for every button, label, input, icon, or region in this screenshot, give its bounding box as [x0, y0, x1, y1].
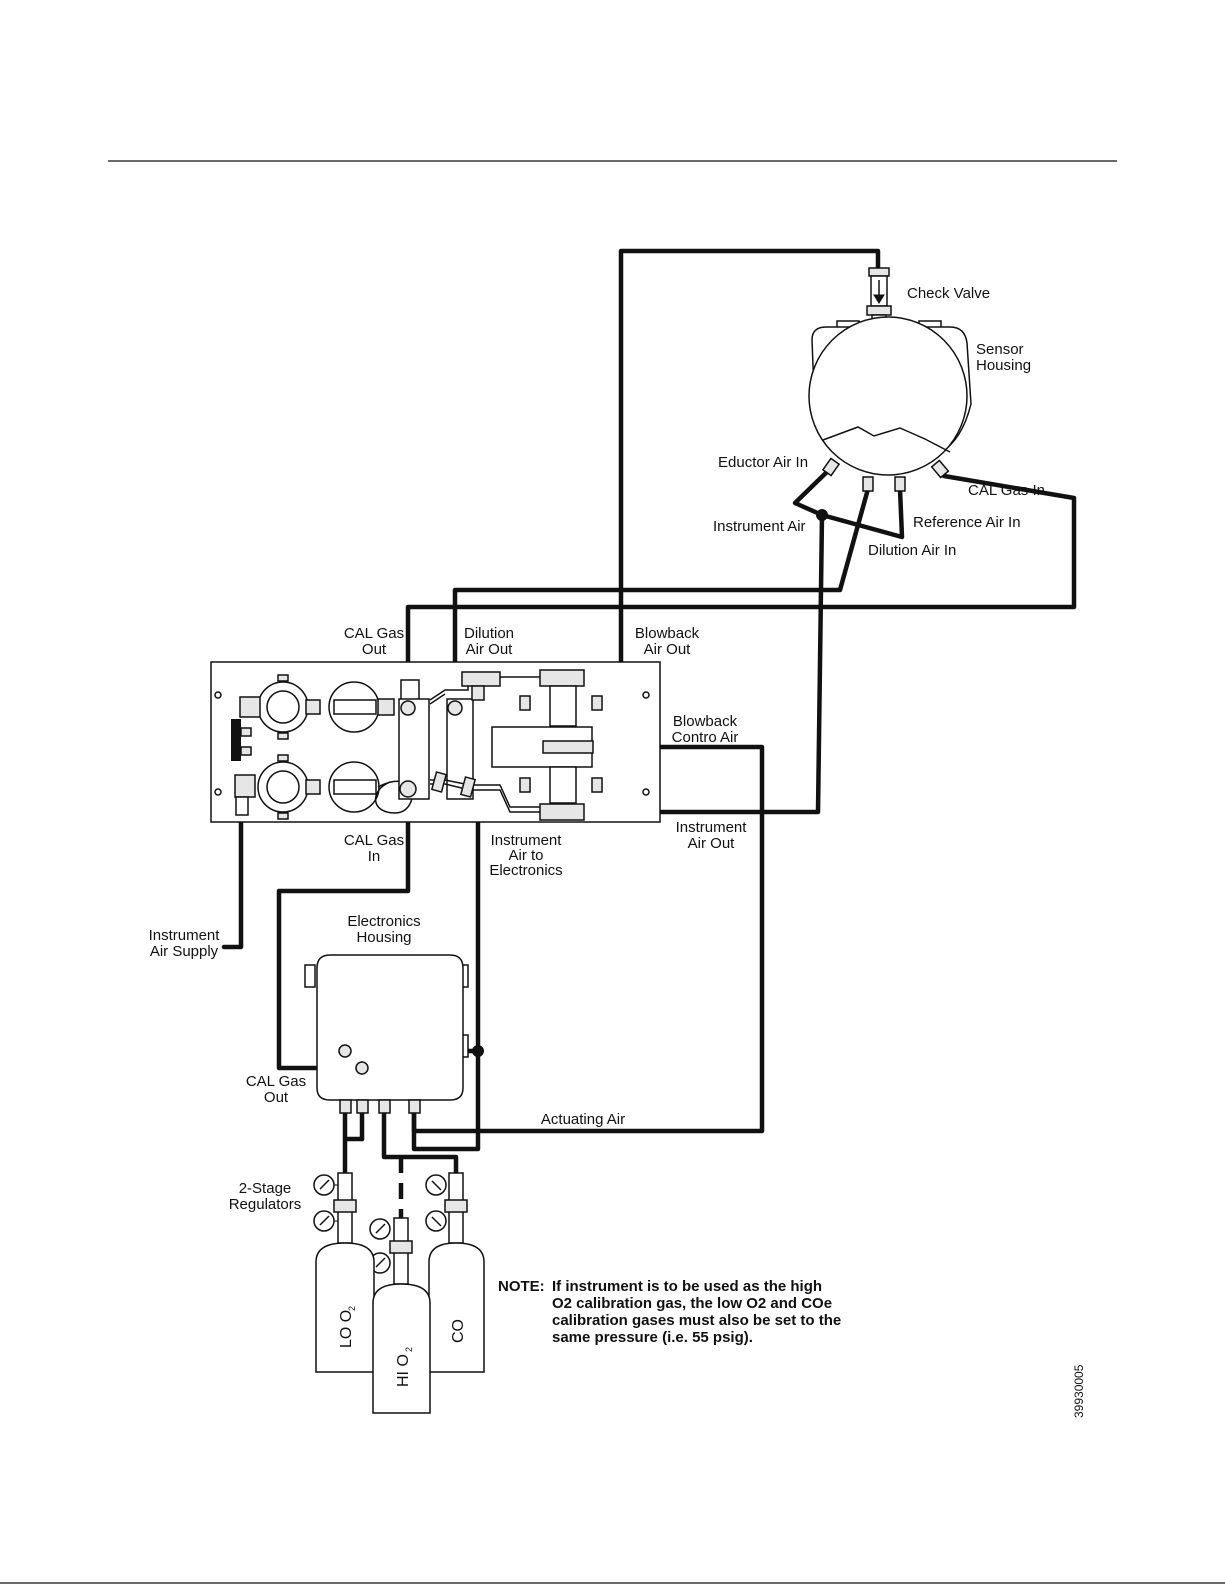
instrument-air-label: Instrument Air: [713, 518, 806, 535]
sensor-housing: [808, 316, 972, 492]
blowback-air-out-label-1: Blowback: [635, 625, 700, 642]
cal-gas-in-fitting: [399, 780, 417, 798]
eductor-port: [821, 457, 841, 477]
cal-gas-out-bottom-label-1: CAL Gas: [246, 1073, 306, 1090]
lo-o2-cylinder: [315, 1242, 375, 1373]
note-line-3: calibration gases must also be set to th…: [552, 1312, 841, 1329]
reference-port: [894, 476, 906, 492]
air-panel: [210, 661, 661, 823]
dilution-air-line: [452, 486, 871, 710]
dilution-air-in-label: Dilution Air In: [868, 542, 956, 559]
instrument-air-to-electronics-label-3: Electronics: [489, 862, 562, 879]
reference-air-line: [819, 486, 905, 540]
eductor-air-in-label: Eductor Air In: [718, 454, 808, 471]
blowback-control-air-label-1: Blowback: [673, 713, 738, 730]
co-regulator-line: [381, 1109, 459, 1176]
lo-regulator-line: [342, 1109, 365, 1176]
note-heading: NOTE:: [498, 1278, 545, 1295]
instrument-air-out-label-1: Instrument: [676, 819, 748, 836]
tee-junction: [816, 509, 828, 521]
electronics-housing: [304, 954, 469, 1114]
electronics-housing-label-1: Electronics: [347, 913, 420, 930]
blowback-air-out-label-2: Air Out: [644, 641, 692, 658]
cal-gas-out-fitting: [400, 700, 416, 716]
cal-gas-in-panel-label-2: In: [368, 848, 381, 865]
cal-gas-out-fitting: [355, 1061, 369, 1075]
cal-gas-line: [405, 473, 1077, 710]
blowback-solenoid: [491, 726, 593, 768]
note-line-1: If instrument is to be used as the high: [552, 1278, 822, 1295]
hi-o2-label: HI O 2: [395, 1347, 414, 1387]
two-stage-regulators-label-1: 2-Stage: [239, 1180, 292, 1197]
dilution-port: [862, 476, 874, 492]
co-label: CO: [450, 1319, 467, 1343]
svg-text:2: 2: [404, 1347, 414, 1352]
svg-text:CO: CO: [450, 1319, 467, 1343]
regulators: [313, 1172, 468, 1285]
instrument-air-out-label-2: Air Out: [688, 835, 736, 852]
note-line-2: O2 calibration gas, the low O2 and COe: [552, 1295, 832, 1312]
sensor-housing-label-1: Sensor: [976, 341, 1024, 358]
instrument-air-to-electronics-line: [411, 704, 481, 1152]
cal-gas-port: [930, 459, 950, 479]
instrument-air-to-electronics-label-2: Air to: [508, 847, 543, 864]
lo-o2-label: LO O 2: [338, 1306, 357, 1348]
svg-text:2: 2: [347, 1306, 357, 1311]
dilution-air-out-label-2: Air Out: [466, 641, 514, 658]
hi-o2-cylinder: [372, 1283, 431, 1414]
cal-gas-out-label-2: Out: [362, 641, 387, 658]
instrument-air-supply-label-2: Air Supply: [150, 943, 219, 960]
eductor-air-line: [792, 464, 835, 518]
cal-gas-in-label: CAL Gas In: [968, 482, 1045, 499]
instrument-air-supply-line: [221, 812, 244, 950]
cal-gas-in-line: [276, 786, 411, 1071]
dilution-air-out-label-1: Dilution: [464, 625, 514, 642]
co-cylinder: [428, 1242, 485, 1373]
tee-junction: [472, 1045, 484, 1057]
sensor-housing-label-2: Housing: [976, 357, 1031, 374]
cylinders: [315, 1242, 485, 1414]
blowback-control-air-label-2: Contro Air: [672, 729, 739, 746]
svg-text:LO O: LO O: [338, 1310, 355, 1348]
cal-gas-out-label-1: CAL Gas: [344, 625, 404, 642]
instrument-air-supply-label-1: Instrument: [149, 927, 221, 944]
two-stage-regulators-label-2: Regulators: [229, 1196, 302, 1213]
labels: Check Valve Sensor Housing Eductor Air I…: [149, 285, 1086, 1418]
cal-gas-in-panel-label-1: CAL Gas: [344, 832, 404, 849]
figure-id: 39930005: [1072, 1364, 1086, 1418]
reference-air-in-label: Reference Air In: [913, 514, 1021, 531]
check-valve-label: Check Valve: [907, 285, 990, 302]
cal-gas-out-bottom-label-2: Out: [264, 1089, 289, 1106]
instrument-air-to-electronics-label-1: Instrument: [491, 832, 563, 849]
dilution-air-out-fitting: [447, 700, 463, 716]
electronics-housing-label-2: Housing: [356, 929, 411, 946]
svg-text:HI O: HI O: [395, 1354, 412, 1387]
actuating-air-label: Actuating Air: [541, 1111, 625, 1128]
note-line-4: same pressure (i.e. 55 psig).: [552, 1329, 753, 1346]
